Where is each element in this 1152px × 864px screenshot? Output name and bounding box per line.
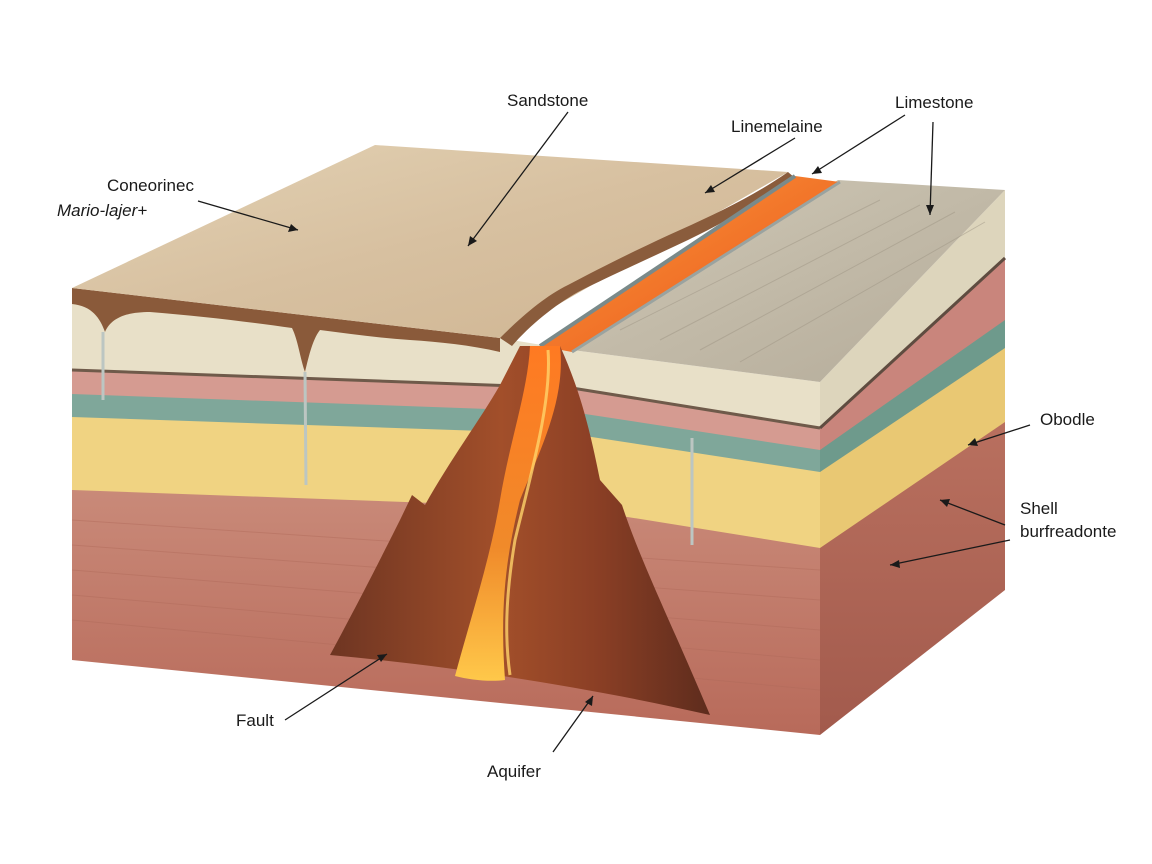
- leader-aquifer: [552, 695, 594, 753]
- label-mario-lajer: Mario-lajer+: [57, 201, 147, 220]
- side-face: [818, 190, 1007, 735]
- yellow-layer-side: [820, 345, 1005, 548]
- leader-burfreadonte: [889, 539, 1011, 566]
- sandstone-rift-edge: [500, 172, 795, 346]
- leader-shell: [939, 499, 1006, 526]
- label-limestone: Limestone: [895, 93, 973, 112]
- soil-drip-edge: [72, 288, 500, 372]
- volcanic-cone: [330, 346, 710, 715]
- cream-layer-side: [820, 190, 1005, 428]
- label-obodle: Obodle: [1040, 410, 1095, 429]
- label-sandstone: Sandstone: [507, 91, 588, 110]
- teal-layer-side: [820, 318, 1005, 472]
- teal-layer-front: [72, 392, 820, 472]
- leader-obodle: [967, 424, 1031, 446]
- sandstone-top-surface: [72, 145, 788, 338]
- leader-sandstone: [467, 111, 569, 247]
- labels: Sandstone Linemelaine Limestone Coneorin…: [57, 91, 1116, 781]
- label-aquifer: Aquifer: [487, 762, 541, 781]
- label-coneorinec: Coneorinec: [107, 176, 194, 195]
- leader-limestone-2: [929, 121, 934, 216]
- label-fault: Fault: [236, 711, 274, 730]
- leader-fault: [284, 653, 388, 721]
- magma-rift: [540, 176, 840, 352]
- limestone-top-surface: [572, 180, 1005, 382]
- leader-limestone-1: [811, 114, 906, 175]
- red-bedrock-layer-side: [820, 420, 1005, 735]
- pink-layer-side: [820, 255, 1005, 450]
- label-shell: Shell: [1020, 499, 1058, 518]
- leader-coneorinec: [197, 200, 299, 231]
- label-burfreadonte: burfreadonte: [1020, 522, 1116, 541]
- leader-lines: [197, 111, 1031, 753]
- pink-layer-front: [72, 368, 820, 450]
- label-linemelaine: Linemelaine: [731, 117, 823, 136]
- leader-linemelaine: [704, 137, 796, 194]
- magma-flow: [455, 346, 561, 681]
